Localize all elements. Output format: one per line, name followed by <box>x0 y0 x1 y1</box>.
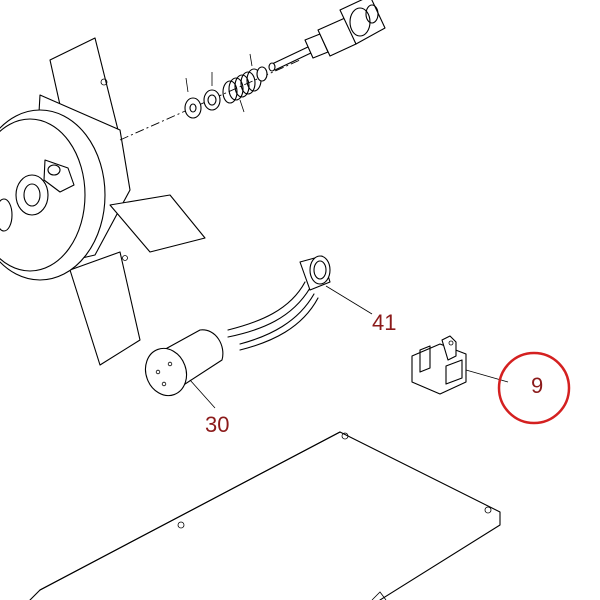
base-plate <box>29 431 501 600</box>
part-9-switch <box>411 335 509 395</box>
callout-9: 9 <box>531 373 543 398</box>
solenoid-valve <box>268 0 386 72</box>
highlight-circle <box>497 351 571 425</box>
fan-assembly <box>0 37 206 366</box>
part-30-cylinder <box>144 329 224 409</box>
valve-spring-assembly <box>184 53 268 119</box>
callout-30: 30 <box>205 412 229 437</box>
part-41-wire-harness <box>227 255 373 351</box>
callout-41: 41 <box>372 310 396 335</box>
